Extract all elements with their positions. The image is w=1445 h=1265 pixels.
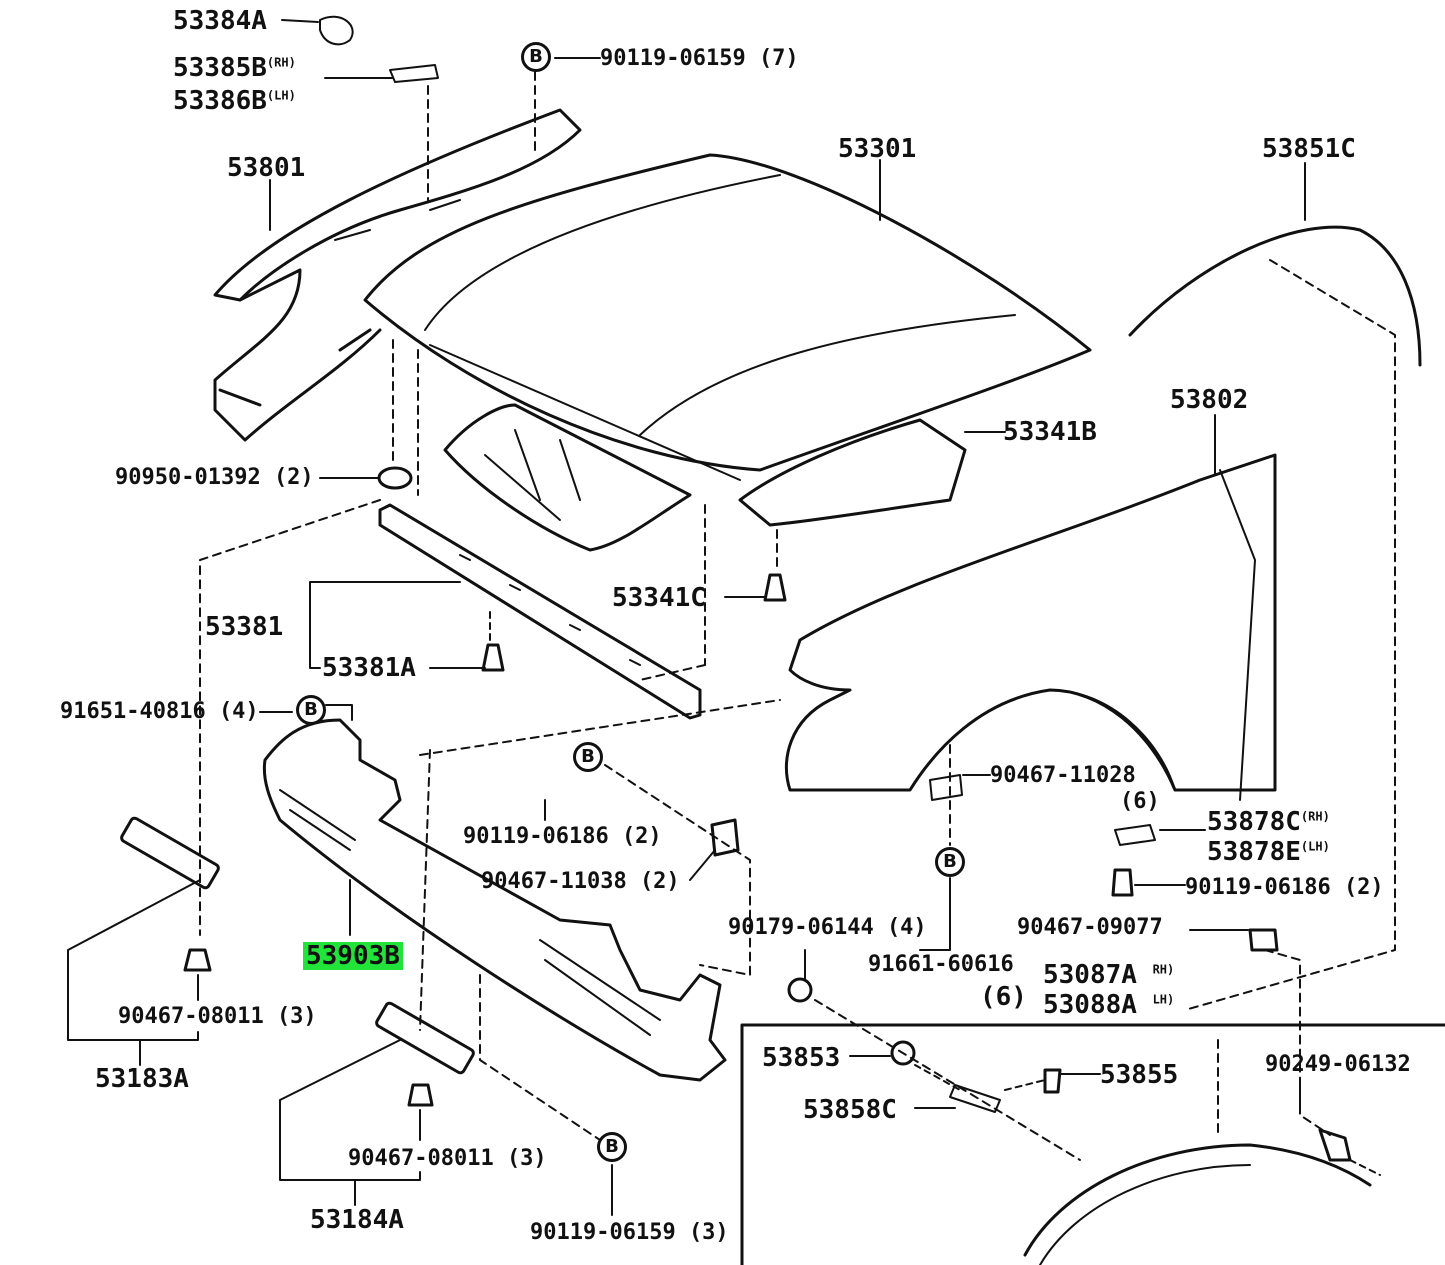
label-90467-11028: 90467-11028 (990, 763, 1136, 788)
label-53341c: 53341C (612, 583, 706, 613)
label-90119-06159-3: 90119-06159 (3) (530, 1220, 729, 1245)
label-53858c: 53858C (803, 1095, 897, 1125)
label-90119-06186-2a: 90119-06186 (2) (463, 824, 662, 849)
label-90249-06132: 90249-06132 (1265, 1052, 1411, 1077)
label-53802: 53802 (1170, 385, 1249, 415)
label-90179-06144: 90179-06144 (4) (728, 915, 927, 940)
rh-note: RH) (1152, 962, 1175, 977)
label-90950-01392: 90950-01392 (2) (115, 465, 314, 490)
lh-note: (LH) (266, 88, 296, 103)
b-marker: B (521, 42, 551, 72)
fasteners (183, 15, 1352, 1162)
lh-note: LH) (1152, 992, 1175, 1007)
label-53878e: 53878E(LH) (1207, 837, 1330, 867)
left-fender[interactable] (213, 108, 582, 442)
leader-lines (67, 19, 1396, 1216)
front-fascia[interactable] (262, 718, 727, 1082)
qty-6a: (6) (1120, 789, 1160, 814)
b-marker: B (573, 742, 603, 772)
b-marker: B (597, 1132, 627, 1162)
label-53381a: 53381A (322, 653, 416, 683)
label-90119-06159-7: 90119-06159 (7) (600, 46, 799, 71)
label-53851c: 53851C (1262, 134, 1356, 164)
qty-6b: (6) (980, 982, 1027, 1012)
label-53341b: 53341B (1003, 417, 1097, 447)
hood-panel[interactable] (363, 153, 1092, 481)
label-53853: 53853 (762, 1043, 841, 1073)
label-53386b: 53386B(LH) (173, 86, 296, 116)
label-90467-09077: 90467-09077 (1017, 915, 1163, 940)
rh-note: (RH) (1300, 809, 1330, 824)
label-53301: 53301 (838, 134, 917, 164)
label-53855: 53855 (1100, 1060, 1179, 1090)
inset-arch-molding[interactable] (1023, 1143, 1372, 1265)
b-marker: B (296, 695, 326, 725)
right-bracket-53184a[interactable] (375, 1001, 475, 1075)
label-53903b-highlighted[interactable]: 53903B (303, 942, 403, 970)
b-marker: B (935, 847, 965, 877)
right-fender[interactable] (784, 453, 1277, 801)
label-53384a: 53384A (173, 6, 267, 36)
label-53088a: 53088A LH) (1043, 990, 1175, 1020)
lh-note: (LH) (1300, 839, 1330, 854)
label-53385b: 53385B(RH) (173, 53, 296, 83)
label-53801: 53801 (227, 153, 306, 183)
label-53878c: 53878C(RH) (1207, 807, 1330, 837)
wheel-arch-molding[interactable] (1128, 225, 1422, 367)
label-91661-60616: 91661-60616 (868, 952, 1014, 977)
label-53381: 53381 (205, 612, 284, 642)
label-90467-08011-b: 90467-08011 (3) (348, 1146, 547, 1171)
hood-seal[interactable] (378, 503, 702, 720)
label-53087a: 53087A RH) (1043, 960, 1175, 990)
label-91651-40816: 91651-40816 (4) (60, 699, 259, 724)
label-90467-11038: 90467-11038 (2) (481, 869, 680, 894)
left-bracket-53183a[interactable] (120, 816, 220, 890)
detail-inset-box (740, 1023, 1445, 1265)
label-53183a: 53183A (95, 1064, 189, 1094)
rh-note: (RH) (266, 55, 296, 70)
label-53184a: 53184A (310, 1205, 404, 1235)
label-90119-06186-2b: 90119-06186 (2) (1185, 875, 1384, 900)
label-90467-08011-a: 90467-08011 (3) (118, 1004, 317, 1029)
hood-insulator[interactable] (443, 403, 967, 552)
